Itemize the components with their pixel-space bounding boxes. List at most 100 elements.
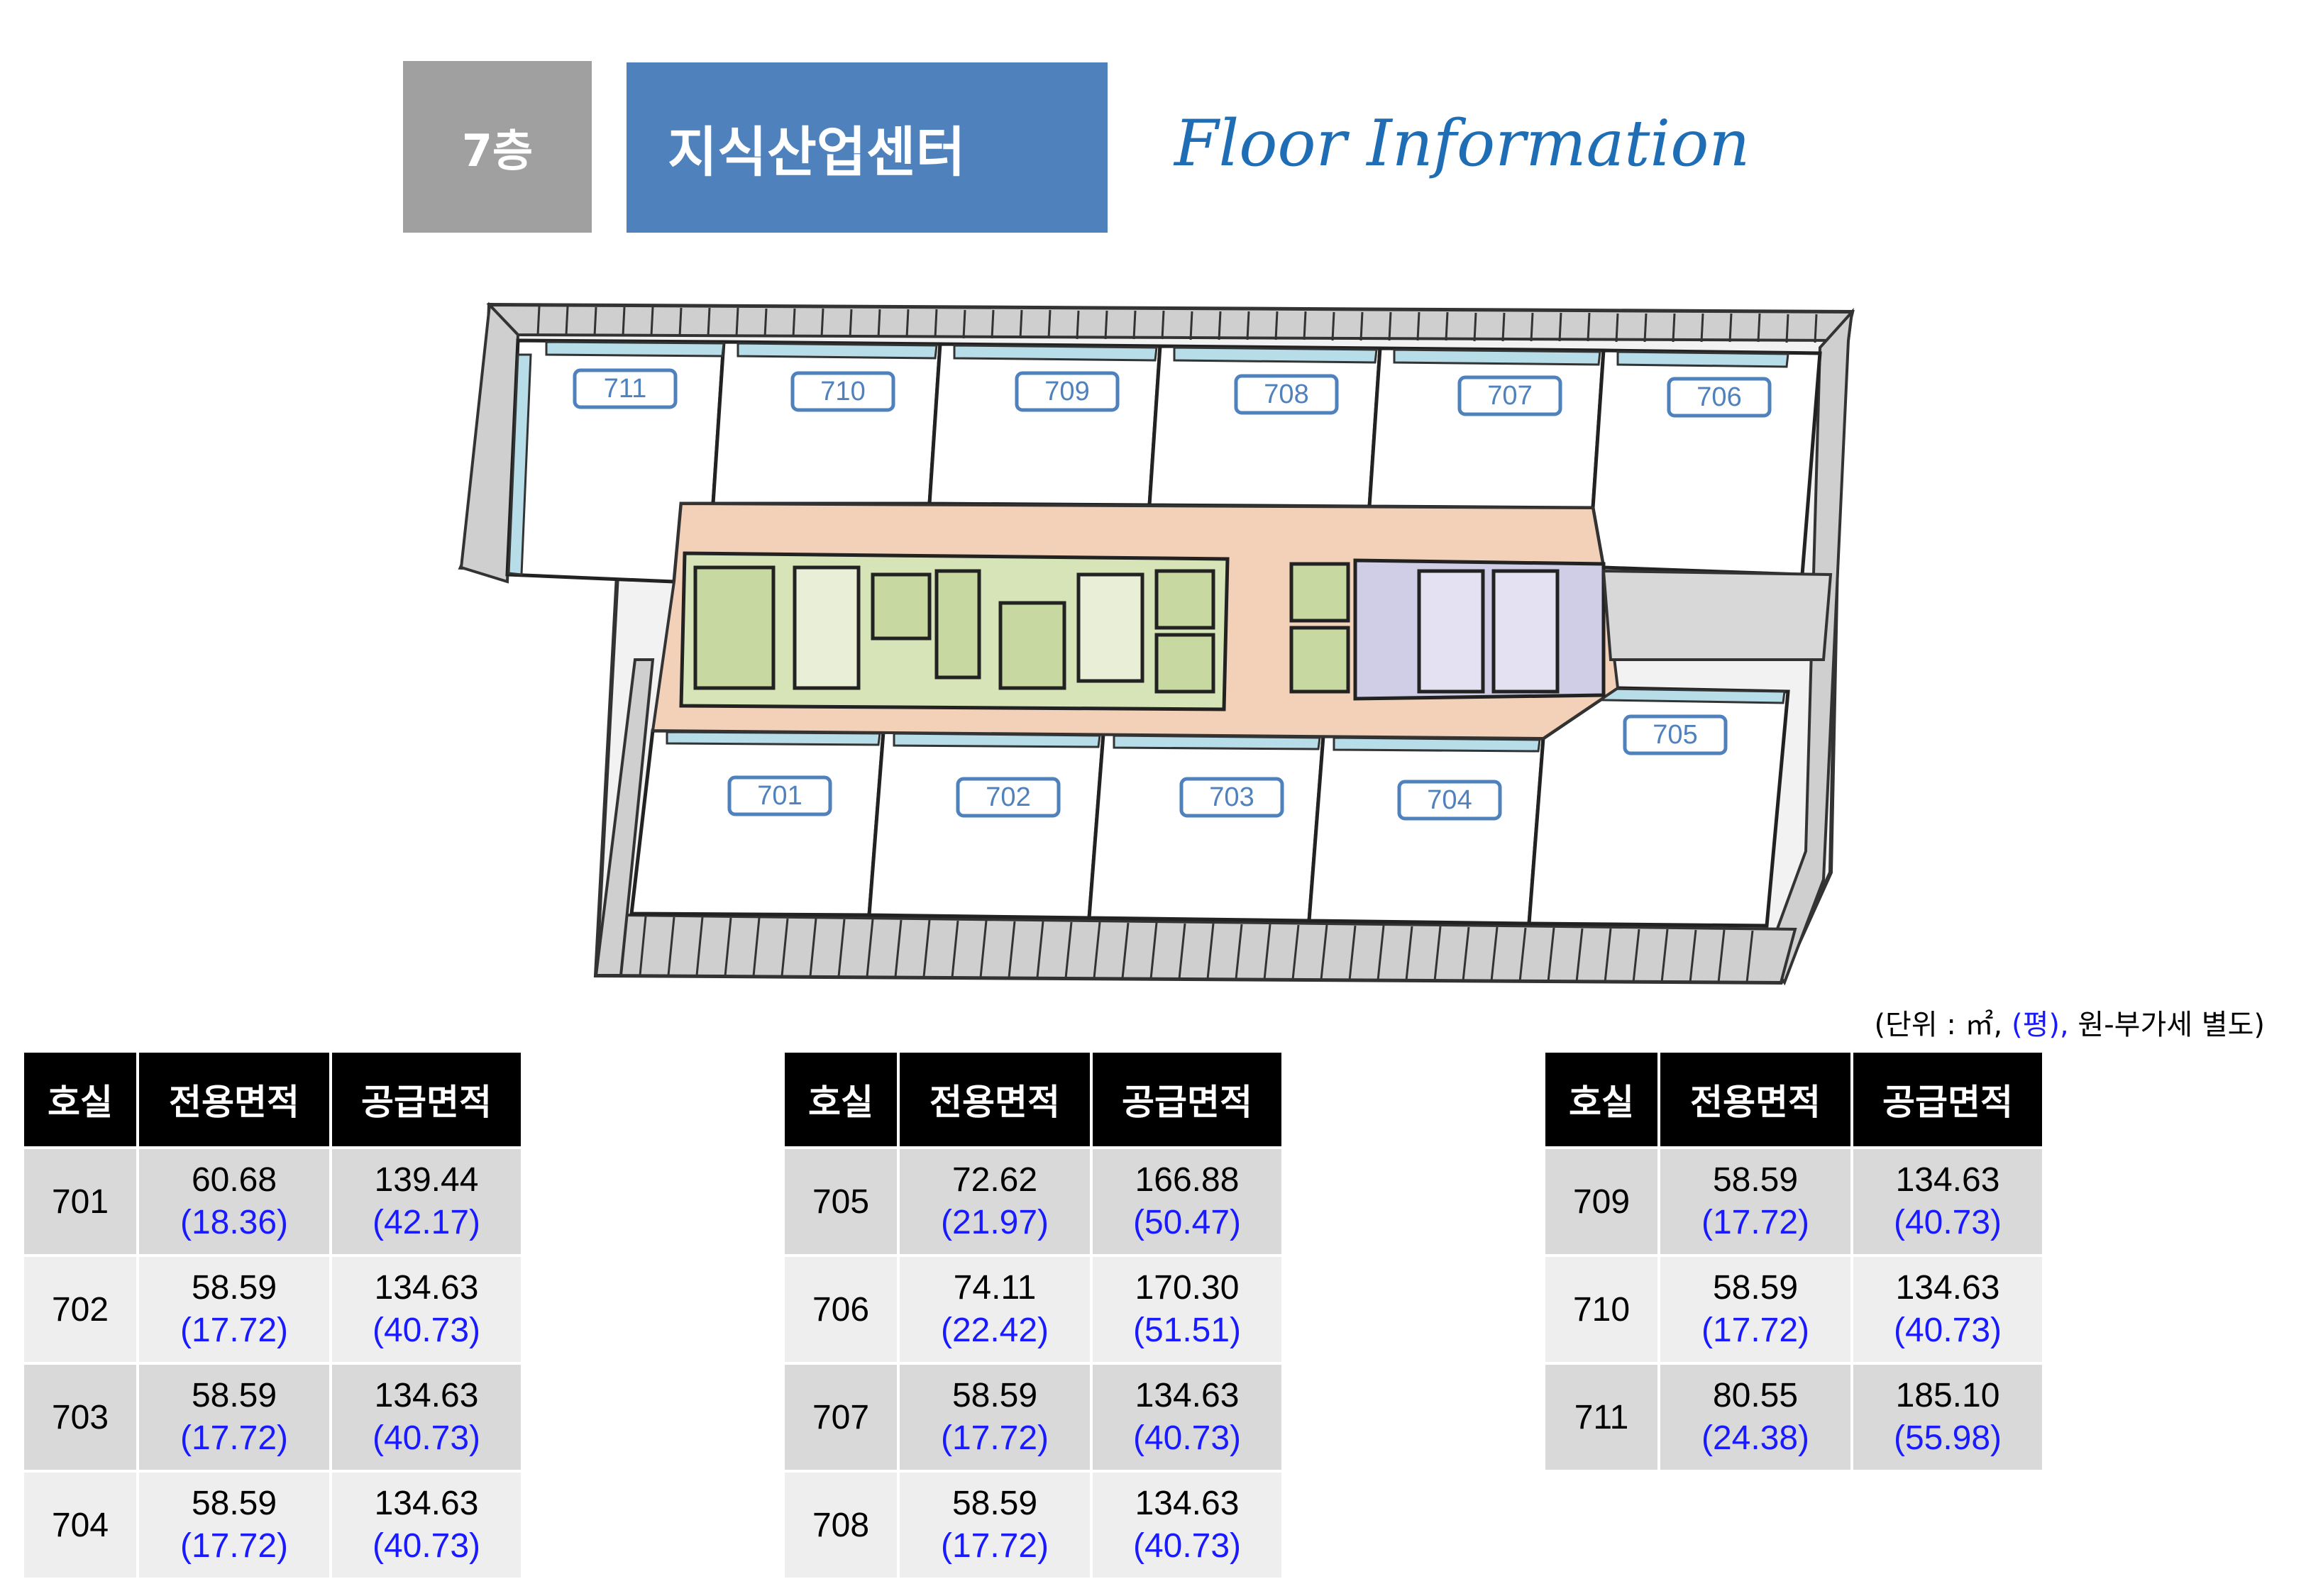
room-label-707: 707 [1457, 375, 1562, 416]
room-label-text: 706 [1697, 382, 1741, 412]
room-label-702: 702 [956, 777, 1061, 818]
supply-area: 170.30(51.51) [1093, 1257, 1281, 1362]
room-number: 704 [24, 1473, 136, 1578]
room-number: 702 [24, 1257, 136, 1362]
exclusive-area-m2: 58.59 [191, 1377, 277, 1414]
room-label-text: 704 [1427, 785, 1472, 815]
room-label-text: 702 [986, 782, 1030, 812]
exclusive-area-m2: 58.59 [191, 1485, 277, 1522]
room-labels: 711 710 709 708 707 706 705 701 [573, 368, 1772, 821]
supply-area-m2: 134.63 [1895, 1269, 2000, 1307]
exclusive-area-pyeong: (17.72) [940, 1527, 1049, 1565]
supply-area-pyeong: (40.73) [372, 1527, 481, 1565]
room-label-710: 710 [790, 371, 895, 412]
supply-area-pyeong: (42.17) [372, 1204, 481, 1241]
col-header-room: 호실 [1545, 1053, 1657, 1146]
supply-area: 134.63(40.73) [332, 1257, 521, 1362]
col-header-exclusive-area: 전용면적 [900, 1053, 1090, 1146]
supply-area: 134.63(40.73) [332, 1473, 521, 1578]
supply-area: 134.63 (40.73) [1853, 1257, 2042, 1362]
supply-area-pyeong: (40.73) [1132, 1527, 1242, 1565]
supply-area: 185.10 (55.98) [1853, 1365, 2042, 1470]
col-header-exclusive-area: 전용면적 [139, 1053, 329, 1146]
exclusive-area: 58.59 (17.72) [900, 1473, 1090, 1578]
supply-area-m2: 185.10 [1895, 1377, 2000, 1414]
room-label-text: 709 [1044, 377, 1089, 406]
room-label-text: 708 [1264, 379, 1308, 409]
exclusive-area: 80.55 (24.38) [1660, 1365, 1850, 1470]
exclusive-area: 58.59(17.72) [900, 1365, 1090, 1470]
supply-area-m2: 134.63 [1135, 1377, 1240, 1414]
unit-note-suffix: 원-부가세 별도) [2068, 1009, 2265, 1041]
table-row: 711 80.55 (24.38) 185.10 (55.98) [1545, 1365, 2042, 1470]
exclusive-area: 60.68 (18.36) [139, 1149, 329, 1254]
unit-note: (단위 : ㎡, (평), 원-부가세 별도) [1874, 1002, 2265, 1043]
exclusive-area-pyeong: (18.36) [180, 1204, 289, 1241]
exclusive-area-m2: 60.68 [191, 1161, 277, 1199]
building-core [679, 551, 1350, 711]
center-name: 지식산업센터 [668, 121, 966, 184]
supply-area: 134.63 (40.73) [1093, 1365, 1281, 1470]
room-label-711: 711 [573, 368, 678, 409]
room-number: 706 [785, 1257, 897, 1362]
supply-area: 139.44 (42.17) [332, 1149, 521, 1254]
floor-badge: 7층 [403, 61, 592, 233]
supply-area-m2: 134.63 [374, 1377, 479, 1414]
room-number: 711 [1545, 1365, 1657, 1470]
supply-area-pyeong: (40.73) [1893, 1204, 2002, 1241]
exclusive-area-pyeong: (21.97) [940, 1204, 1049, 1241]
room-label-703: 703 [1179, 777, 1284, 818]
supply-area-m2: 134.63 [1895, 1161, 2000, 1199]
col-header-room: 호실 [785, 1053, 897, 1146]
unit-note-pyeong: (평), [2011, 1009, 2069, 1041]
supply-area-pyeong: (40.73) [1893, 1312, 2002, 1349]
supply-area-m2: 139.44 [374, 1161, 479, 1199]
room-number: 707 [785, 1365, 897, 1470]
facade-ribs-bottom [639, 916, 1754, 983]
col-header-supply-area: 공급면적 [1853, 1053, 2042, 1146]
col-header-exclusive-area: 전용면적 [1660, 1053, 1850, 1146]
facade-ribs [536, 306, 1818, 343]
room-number: 701 [24, 1149, 136, 1254]
col-header-supply-area: 공급면적 [1093, 1053, 1281, 1146]
supply-area-pyeong: (40.73) [1132, 1419, 1242, 1457]
exclusive-area-m2: 72.62 [951, 1161, 1038, 1199]
room-label-text: 707 [1487, 381, 1532, 411]
room-number: 703 [24, 1365, 136, 1470]
supply-area: 134.63 (40.73) [1093, 1473, 1281, 1578]
supply-area-pyeong: (50.47) [1132, 1204, 1242, 1241]
supply-area-pyeong: (55.98) [1893, 1419, 2002, 1457]
exclusive-area: 58.59(17.72) [139, 1365, 329, 1470]
room-label-705: 705 [1623, 714, 1728, 755]
table-row: 701 60.68 (18.36) 139.44 (42.17) [24, 1149, 521, 1254]
exclusive-area: 58.59(17.72) [1660, 1257, 1850, 1362]
exclusive-area-m2: 80.55 [1712, 1377, 1799, 1414]
room-label-704: 704 [1397, 780, 1502, 821]
exclusive-area-m2: 58.59 [1712, 1269, 1799, 1307]
exclusive-area-m2: 58.59 [951, 1485, 1038, 1522]
room-label-text: 710 [820, 377, 865, 406]
exclusive-area-m2: 58.59 [1712, 1161, 1799, 1199]
exclusive-area: 74.11(22.42) [900, 1257, 1090, 1362]
col-header-room: 호실 [24, 1053, 136, 1146]
connector-passage [1601, 569, 1833, 661]
exclusive-area-pyeong: (24.38) [1701, 1419, 1810, 1457]
supply-area: 166.88(50.47) [1093, 1149, 1281, 1254]
supply-area-m2: 134.63 [1135, 1485, 1240, 1522]
supply-area-pyeong: (51.51) [1132, 1312, 1242, 1349]
supply-area: 134.63(40.73) [332, 1365, 521, 1470]
room-number: 710 [1545, 1257, 1657, 1362]
exclusive-area-m2: 58.59 [191, 1269, 277, 1307]
